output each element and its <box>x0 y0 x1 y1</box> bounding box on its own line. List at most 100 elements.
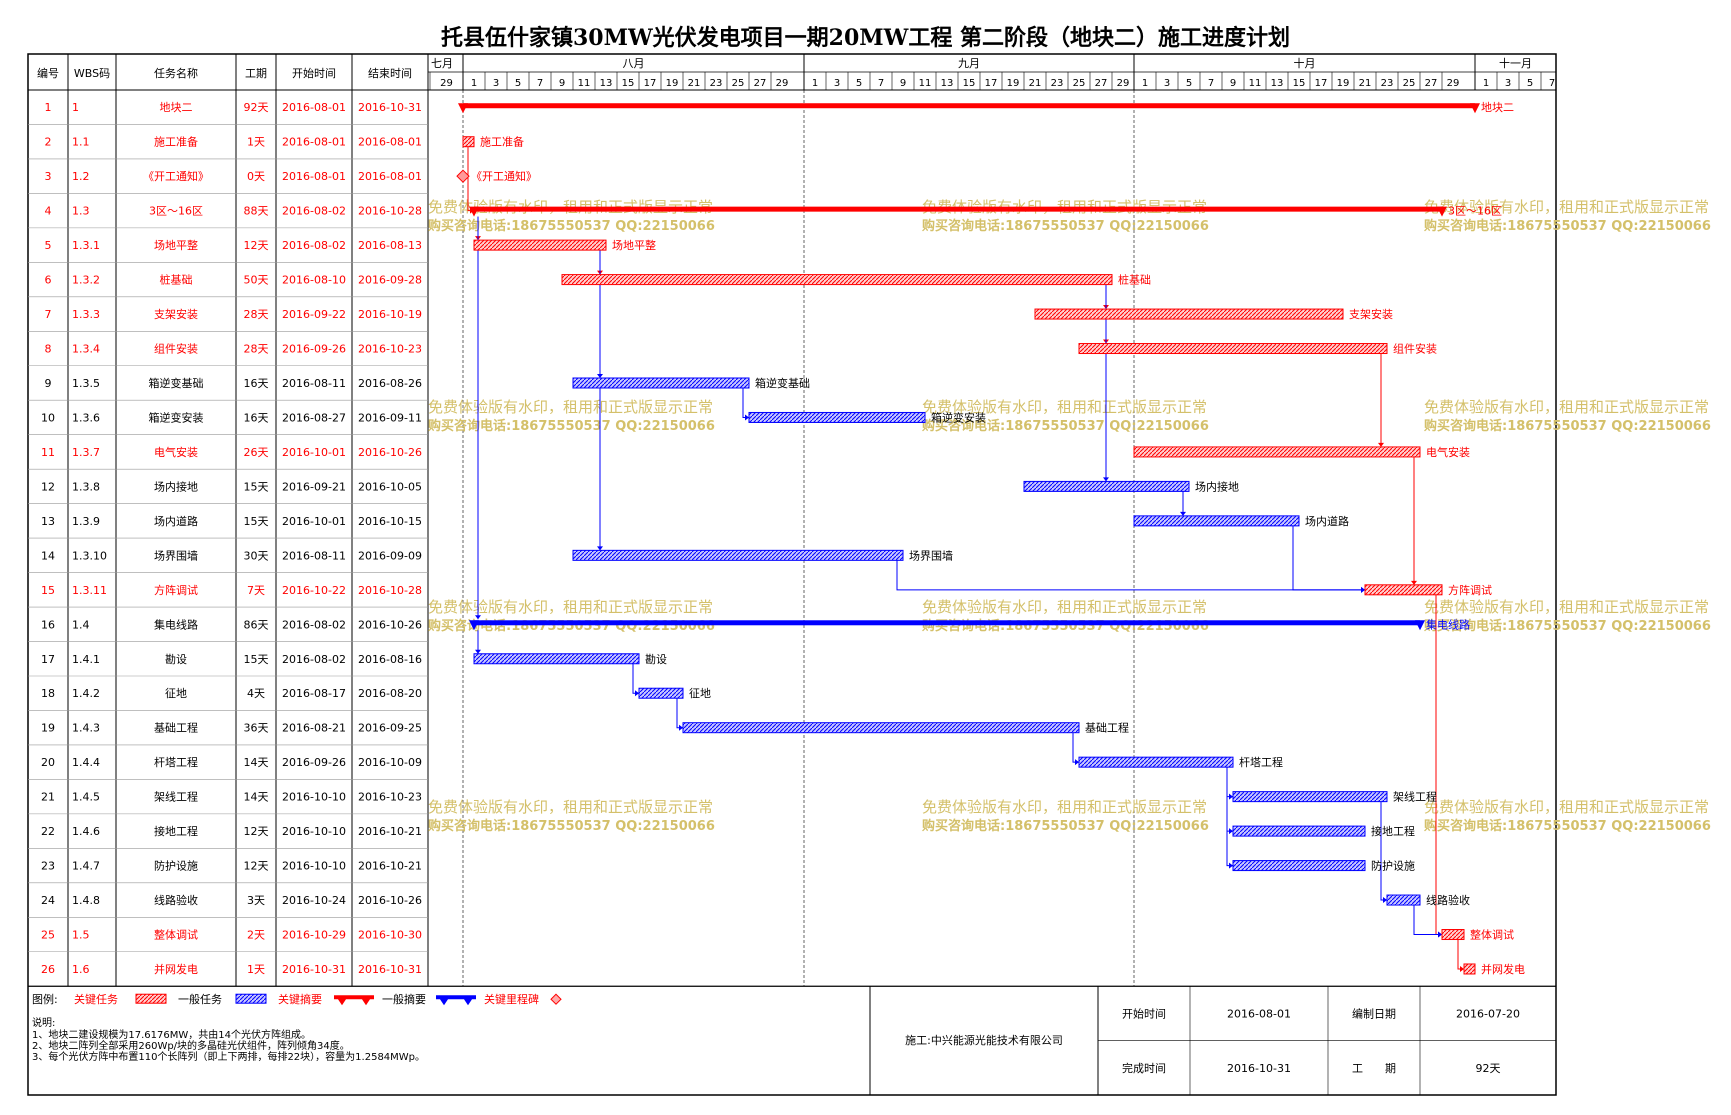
day-label: 17 <box>985 78 998 89</box>
watermark-line2: 购买咨询电话:18675550537 QQ:22150066 <box>428 218 715 234</box>
cell-dur: 3天 <box>247 894 265 907</box>
watermark-line1: 免费体验版有水印，租用和正式版显示正常 <box>428 398 713 416</box>
cell-wbs: 1.2 <box>72 170 90 183</box>
day-label: 5 <box>1527 78 1533 89</box>
cell-dur: 1天 <box>247 136 265 149</box>
cell-name: 基础工程 <box>154 722 198 735</box>
cell-start: 2016-08-02 <box>282 618 346 631</box>
task-bar <box>572 549 904 561</box>
dependency-link <box>1292 525 1365 591</box>
dependency-link <box>1226 767 1233 867</box>
cell-name: 组件安装 <box>154 342 198 356</box>
start-label: 开始时间 <box>1122 1006 1166 1020</box>
cell-id: 15 <box>41 584 55 597</box>
cell-end: 2016-10-21 <box>358 825 422 838</box>
month-label: 十月 <box>1294 56 1316 70</box>
cell-start: 2016-08-11 <box>282 377 346 390</box>
cell-dur: 15天 <box>244 480 269 493</box>
day-label: 7 <box>1549 78 1555 89</box>
task-bar <box>1078 756 1234 768</box>
dependency-link <box>1226 767 1233 798</box>
cell-name: 场内接地 <box>154 479 198 493</box>
notes-line: 3、每个光伏方阵中布置110个长阵列（即上下两排，每排22块），容量为1.258… <box>32 1050 425 1063</box>
legend-critical-milestone: 关键里程碑 <box>484 992 539 1006</box>
link-arrowhead <box>475 615 481 620</box>
cell-end: 2016-08-13 <box>358 239 422 252</box>
start-value: 2016-08-01 <box>1227 1007 1291 1020</box>
task-bar <box>462 136 475 148</box>
task-bar <box>1232 791 1388 803</box>
link-arrowhead <box>1229 793 1233 800</box>
bar-label: 杆塔工程 <box>1239 755 1283 769</box>
bar-label: 基础工程 <box>1085 722 1129 735</box>
cell-dur: 7天 <box>247 584 265 597</box>
cell-start: 2016-08-02 <box>282 205 346 218</box>
day-label: 19 <box>666 78 679 89</box>
cell-dur: 28天 <box>244 308 269 321</box>
watermark-line1: 免费体验版有水印，租用和正式版显示正常 <box>428 598 713 616</box>
cell-wbs: 1 <box>72 101 79 114</box>
cell-end: 2016-10-15 <box>358 515 422 528</box>
bar-label: 勘设 <box>645 653 667 666</box>
cell-name: 并网发电 <box>154 962 198 976</box>
bar-label: 并网发电 <box>1481 962 1525 976</box>
cell-wbs: 1.3.11 <box>72 584 107 597</box>
cell-start: 2016-10-01 <box>282 446 346 459</box>
cell-wbs: 1.3.1 <box>72 239 100 252</box>
cell-wbs: 1.3.6 <box>72 411 100 424</box>
task-bar <box>1386 894 1421 906</box>
task-bar <box>682 722 1080 734</box>
legend-critical-summary-swatch <box>334 995 374 1006</box>
watermark-line2: 购买咨询电话:18675550537 QQ:22150066 <box>1424 218 1711 234</box>
month-label: 十一月 <box>1499 56 1532 70</box>
cell-name: 整体调试 <box>154 928 198 942</box>
bar-label: 接地工程 <box>1371 825 1415 838</box>
day-label: 29 <box>1117 78 1130 89</box>
cell-dur: 28天 <box>244 343 269 356</box>
cell-dur: 2天 <box>247 929 265 942</box>
watermark-line1: 免费体验版有水印，租用和正式版显示正常 <box>922 798 1207 816</box>
cell-end: 2016-08-01 <box>358 136 422 149</box>
cell-id: 5 <box>45 239 52 252</box>
cell-id: 1 <box>45 101 52 114</box>
day-label: 19 <box>1337 78 1350 89</box>
cell-wbs: 1.4.8 <box>72 894 100 907</box>
cell-dur: 4天 <box>247 687 265 700</box>
cell-end: 2016-09-11 <box>358 411 422 424</box>
end-value: 2016-10-31 <box>1227 1062 1291 1075</box>
link-arrowhead <box>1411 580 1417 585</box>
cell-name: 架线工程 <box>154 790 198 804</box>
cell-wbs: 1.3.9 <box>72 515 100 528</box>
cell-name: 箱逆变安装 <box>149 410 204 424</box>
summary-end-cap <box>1470 103 1480 114</box>
day-label: 5 <box>1186 78 1192 89</box>
watermark-line2: 购买咨询电话:18675550537 QQ:22150066 <box>1424 418 1711 434</box>
duration-label: 工 期 <box>1352 1062 1396 1075</box>
cell-wbs: 1.6 <box>72 963 90 976</box>
cell-end: 2016-10-19 <box>358 308 422 321</box>
link-arrowhead <box>1438 931 1442 938</box>
day-label: 9 <box>900 78 906 89</box>
cell-end: 2016-10-23 <box>358 343 422 356</box>
watermark-line1: 免费体验版有水印，租用和正式版显示正常 <box>1424 798 1709 816</box>
task-bar <box>1232 860 1366 872</box>
cell-id: 6 <box>45 274 52 287</box>
day-label: 7 <box>878 78 884 89</box>
cell-end: 2016-09-28 <box>358 274 422 287</box>
cell-dur: 15天 <box>244 515 269 528</box>
cell-wbs: 1.3.2 <box>72 274 100 287</box>
cell-start: 2016-09-22 <box>282 308 346 321</box>
legend-normal-task-swatch <box>235 993 267 1004</box>
cell-id: 19 <box>41 722 55 735</box>
cell-end: 2016-09-25 <box>358 722 422 735</box>
cell-end: 2016-10-31 <box>358 963 422 976</box>
link-arrowhead <box>1378 442 1384 447</box>
dependency-link <box>1435 594 1442 936</box>
notes-line: 1、地块二建设规模为17.6176MW，共由14个光伏方阵组成。 <box>32 1028 311 1041</box>
day-label: 25 <box>1403 78 1416 89</box>
link-arrowhead <box>635 690 639 697</box>
cell-dur: 12天 <box>244 825 269 838</box>
cell-wbs: 1.1 <box>72 136 90 149</box>
bar-label: 方阵调试 <box>1448 583 1492 597</box>
cell-start: 2016-10-01 <box>282 515 346 528</box>
